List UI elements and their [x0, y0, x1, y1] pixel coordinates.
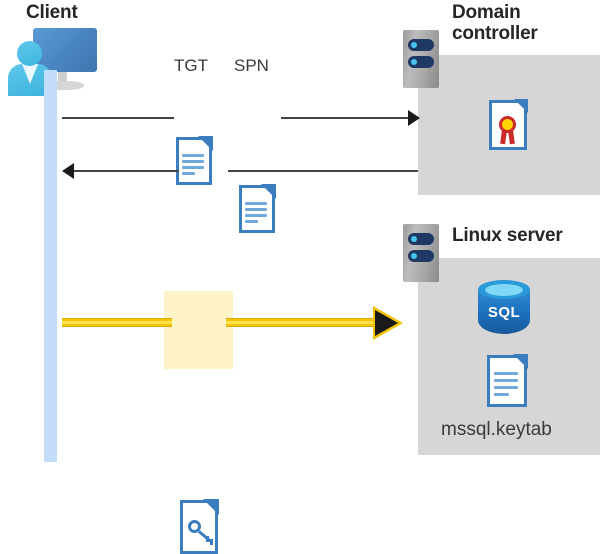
document-fold-shape: [261, 184, 276, 199]
monitor-base-shape: [42, 81, 84, 90]
key-tooth-shape: [210, 539, 213, 545]
diagram-canvas: Client Domain controller Linux server: [8, 2, 600, 554]
sql-label: SQL: [487, 304, 521, 321]
rack-slot: [408, 250, 434, 262]
key-tooth-shape: [206, 536, 209, 542]
keytab-file-caption: mssql.keytab: [441, 419, 552, 440]
document-line: [494, 379, 518, 382]
monitor-stand-shape: [58, 72, 67, 83]
request-arrow-head: [408, 110, 420, 126]
person-head-shape: [17, 41, 42, 66]
certificate-icon: [489, 99, 528, 150]
client-title: Client: [26, 2, 78, 23]
document-fold-shape: [513, 354, 528, 369]
spn-label: SPN: [234, 56, 269, 75]
document-line: [182, 166, 204, 169]
tgt-label: TGT: [174, 56, 208, 75]
linux-server-title: Linux server: [452, 225, 563, 246]
tgt-document-icon: [176, 136, 213, 185]
rack-slot: [408, 56, 434, 68]
certificate-seal-shape: [499, 116, 516, 133]
document-fold-shape: [198, 136, 213, 151]
spn-document-icon: [239, 184, 276, 233]
service-ticket-arrow-segment-left: [62, 318, 172, 327]
client-lifeline: [44, 70, 57, 462]
service-ticket-arrow-segment-right: [226, 318, 378, 327]
request-arrow-segment-right: [281, 117, 412, 119]
document-line: [245, 208, 267, 211]
certificate-fold-shape: [514, 99, 528, 113]
response-arrow-segment-right: [228, 170, 418, 172]
domain-controller-title-line2: controller: [452, 23, 538, 45]
response-arrow-head: [62, 163, 74, 179]
user-computer-icon: [8, 28, 98, 96]
server-rack-icon: [403, 30, 439, 88]
database-top-inner-shape: [485, 284, 523, 296]
request-arrow-segment-left: [62, 117, 174, 119]
sql-database-icon: SQL: [478, 280, 530, 342]
document-line: [182, 172, 195, 175]
document-fold-shape: [203, 499, 219, 515]
document-line: [494, 386, 518, 389]
domain-controller-title: Domain controller: [452, 2, 592, 45]
server-rack-icon: [403, 224, 439, 282]
rack-slot: [408, 39, 434, 51]
document-line: [494, 372, 518, 375]
rack-slot: [408, 233, 434, 245]
domain-controller-title-line1: Domain: [452, 2, 521, 23]
keytab-file-icon: [487, 354, 528, 407]
document-line: [245, 214, 267, 217]
key-document-icon: [180, 499, 219, 554]
service-ticket-highlight-box: [164, 291, 233, 369]
response-arrow-segment-left: [74, 170, 179, 172]
document-line: [182, 154, 204, 157]
document-line: [245, 220, 258, 223]
document-line: [182, 160, 204, 163]
document-line: [494, 393, 509, 396]
document-line: [245, 202, 267, 205]
service-ticket-arrow-head: [375, 310, 398, 336]
